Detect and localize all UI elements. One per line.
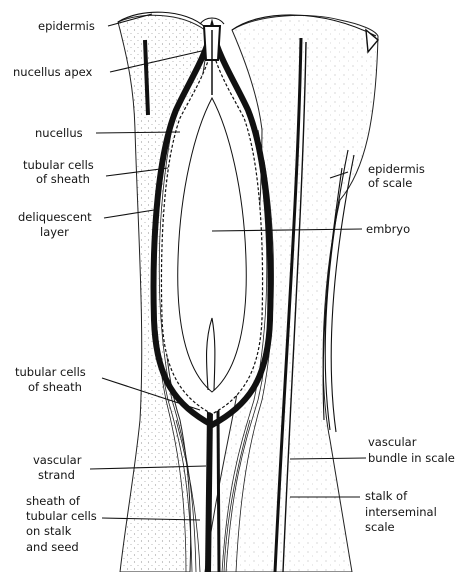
label-vascular-bundle-2: bundle in scale bbox=[368, 451, 455, 465]
central-vascular-strand bbox=[208, 410, 210, 572]
label-tubular-bottom-1: tubular cells bbox=[15, 365, 86, 379]
label-nucellus: nucellus bbox=[35, 126, 83, 140]
label-embryo: embryo bbox=[366, 222, 410, 236]
label-stalk-scale-3: scale bbox=[365, 520, 395, 534]
label-epidermis: epidermis bbox=[38, 19, 95, 33]
label-sheath-stalk-2: tubular cells bbox=[26, 509, 97, 523]
label-vascular-strand-2: strand bbox=[38, 468, 75, 482]
label-sheath-stalk-3: on stalk bbox=[26, 524, 72, 538]
label-vascular-bundle-1: vascular bbox=[368, 435, 417, 449]
label-nucellus-apex: nucellus apex bbox=[13, 65, 93, 79]
label-vascular-strand-1: vascular bbox=[33, 453, 82, 467]
label-stalk-scale-2: interseminal bbox=[365, 505, 437, 519]
label-deliquescent-2: layer bbox=[40, 225, 69, 239]
label-sheath-stalk-1: sheath of bbox=[26, 494, 81, 508]
label-deliquescent-1: deliquescent bbox=[18, 210, 92, 224]
label-tubular-top-1: tubular cells bbox=[23, 158, 94, 172]
label-tubular-bottom-2: of sheath bbox=[28, 380, 82, 394]
label-tubular-top-2: of sheath bbox=[36, 172, 90, 186]
label-epidermis-scale-2: of scale bbox=[368, 176, 412, 190]
central-vascular-strand-2 bbox=[218, 410, 219, 572]
label-stalk-scale-1: stalk of bbox=[365, 489, 408, 503]
label-epidermis-scale-1: epidermis bbox=[368, 162, 425, 176]
label-sheath-stalk-4: and seed bbox=[26, 540, 79, 554]
